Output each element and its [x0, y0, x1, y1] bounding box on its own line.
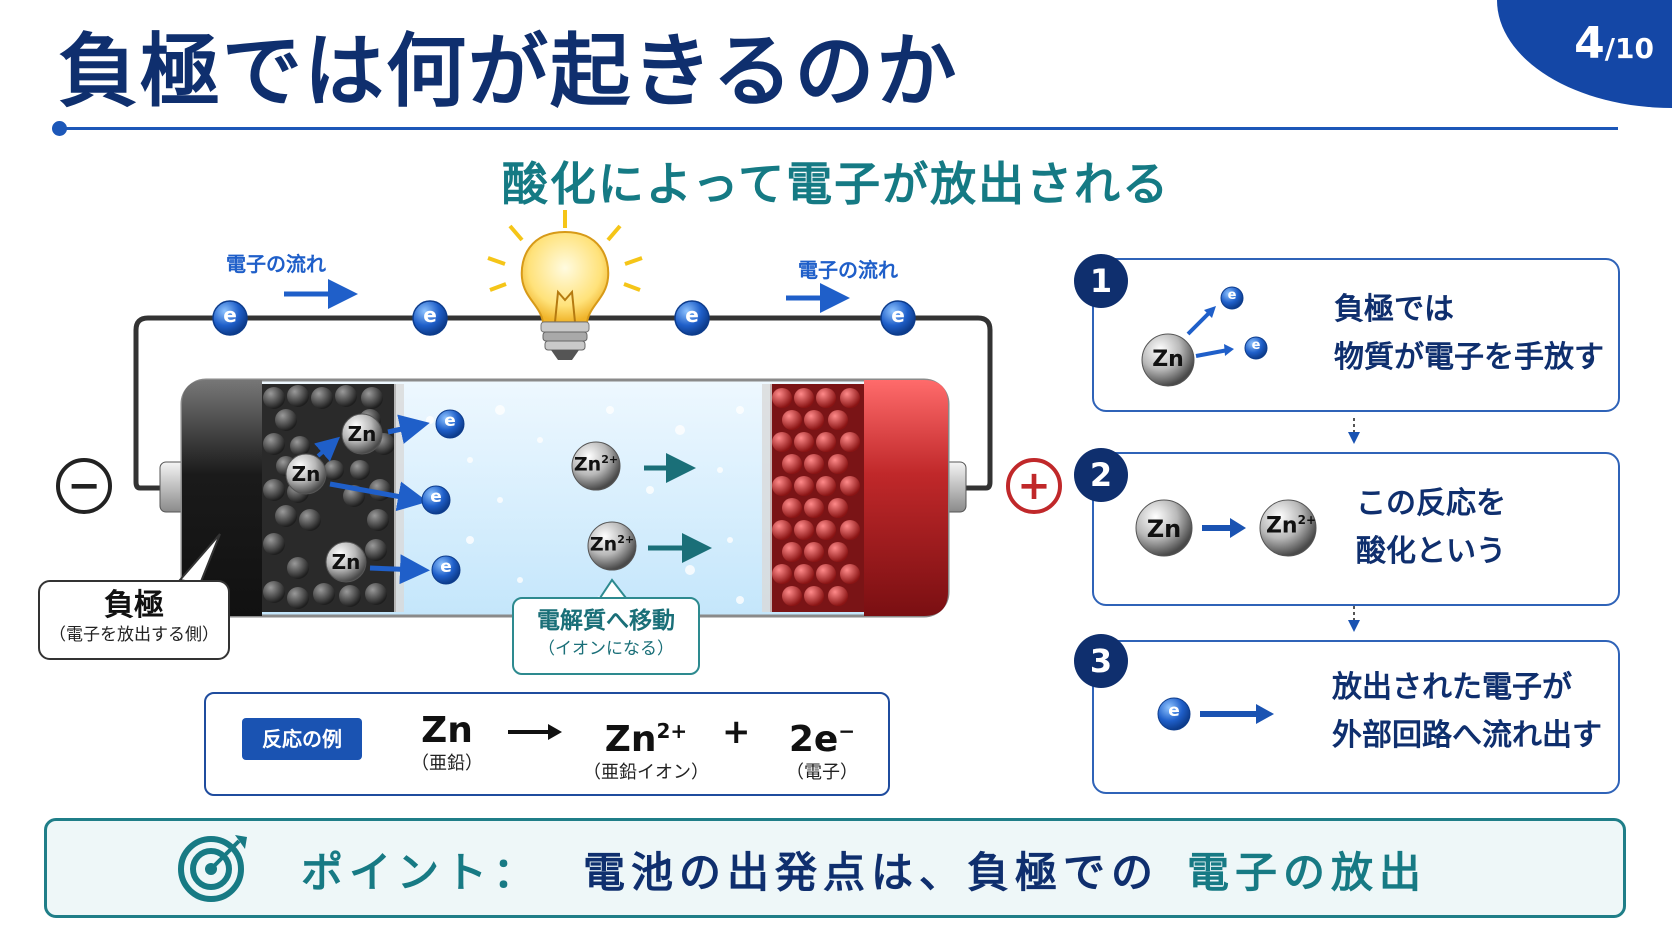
anode-sublabel: （電子を放出する側） [49, 625, 219, 645]
point-text: 電池の出発点は、負極での [583, 848, 1160, 897]
step-1-line1: 負極では [1334, 292, 1454, 327]
reaction-arrow-icon [508, 724, 562, 740]
reaction-box: 反応の例 Zn （亜鉛） Zn2+ （亜鉛イオン） + 2e− （電子） [204, 692, 890, 796]
minus-circle [56, 458, 112, 514]
positive-cap [864, 380, 948, 616]
electrolyte-callout: 電解質へ移動 （イオンになる） [512, 597, 700, 675]
anode-label: 負極 [104, 588, 164, 623]
zinc-ion-1 [571, 441, 621, 491]
flow-label-left: 電子の流れ [226, 252, 326, 276]
flow-label-right: 電子の流れ [798, 258, 898, 282]
anode-zn-atom-1 [341, 413, 383, 455]
wire-electron-2 [412, 300, 448, 336]
point-box: ポイント： 電池の出発点は、負極での 電子の放出 [44, 818, 1626, 918]
step-3-illustration [1157, 697, 1274, 731]
step-3-badge: 3 [1074, 634, 1128, 688]
page-title: 負極では何が起きるのか [58, 25, 959, 118]
cathode-particles [770, 384, 864, 612]
step-3-electron-label: e [1168, 701, 1180, 721]
step-1-line2: 物質が電子を手放す [1334, 340, 1604, 375]
wire-electron-1-label: e [223, 303, 237, 327]
wire-electron-4 [880, 300, 916, 336]
step-1-illustration [1141, 286, 1268, 387]
wire-electron-2-label: e [423, 303, 437, 327]
step-3: e 放出された電子が 外部回路へ流れ出す [1092, 640, 1620, 794]
wire-electron-4-label: e [891, 303, 905, 327]
step-2-line1: この反応を [1356, 486, 1506, 521]
anode-zinc-particles [262, 384, 396, 612]
zinc-ion-1-label: Zn2+ [573, 453, 619, 476]
anode-electron-1 [435, 409, 465, 439]
wire-electron-3 [674, 300, 710, 336]
plus-sign: + [1017, 463, 1051, 509]
step-2-zn-label: Zn [1146, 515, 1182, 543]
anode-electron-2-label: e [430, 487, 442, 507]
step-1-zn-label: Zn [1152, 347, 1184, 372]
reactant: Zn （亜鉛） [411, 710, 483, 774]
step-3-line1: 放出された電子が [1332, 670, 1572, 705]
step-1: Zn e e 負極では 物質が電子を手放す [1092, 258, 1620, 412]
anode-zn-atom-2 [285, 453, 327, 495]
reaction-tag: 反応の例 [242, 718, 362, 760]
step-2-badge: 2 [1074, 448, 1128, 502]
plus-circle [1006, 458, 1062, 514]
title-underline-dot [52, 121, 67, 136]
electrolyte-label: 電解質へ移動 [537, 608, 675, 634]
anode-electron-3-label: e [440, 557, 452, 577]
anode-electron-1-label: e [444, 411, 456, 431]
step-1-badge: 1 [1074, 254, 1128, 308]
target-icon [178, 835, 247, 902]
step-2-ion-label: Zn2+ [1265, 513, 1317, 539]
minus-sign: − [67, 463, 101, 509]
zinc-ion-2 [587, 521, 637, 571]
anode-zn-label-3: Zn [331, 550, 361, 574]
wire-electron-3-label: e [685, 303, 699, 327]
reaction-plus: + [722, 712, 751, 752]
step-2-illustration [1135, 499, 1317, 557]
anode-callout: 負極 （電子を放出する側） [38, 580, 230, 660]
product-electron: 2e− （電子） [786, 719, 858, 783]
page-current: 4 [1574, 18, 1605, 69]
product-zinc-ion: Zn2+ （亜鉛イオン） [583, 719, 709, 783]
anode-zn-atom-3 [325, 541, 367, 583]
page-total: /10 [1604, 32, 1654, 65]
electrolyte-sublabel: （イオンになる） [538, 639, 674, 659]
anode-electron-3 [431, 555, 461, 585]
anode-zn-label-1: Zn [347, 422, 377, 446]
step-2: Zn Zn2+ この反応を 酸化という [1092, 452, 1620, 606]
zinc-ion-2-label: Zn2+ [589, 533, 635, 556]
page-corner: 4/10 [1497, 0, 1672, 108]
subtitle: 酸化によって電子が放出される [501, 157, 1171, 211]
light-bulb-icon [487, 210, 643, 360]
step-1-electron-a: e [1227, 288, 1237, 303]
anode-electron-2 [421, 485, 451, 515]
page-number: 4/10 [1574, 18, 1654, 69]
step-1-electron-b: e [1251, 338, 1261, 353]
anode-zn-label-2: Zn [291, 462, 321, 486]
step-2-line2: 酸化という [1356, 534, 1506, 569]
wire-electron-1 [212, 300, 248, 336]
point-label: ポイント： [301, 848, 542, 897]
step-3-line2: 外部回路へ流れ出す [1332, 718, 1602, 753]
title-underline [58, 127, 1618, 130]
point-highlight: 電子の放出 [1187, 848, 1428, 897]
